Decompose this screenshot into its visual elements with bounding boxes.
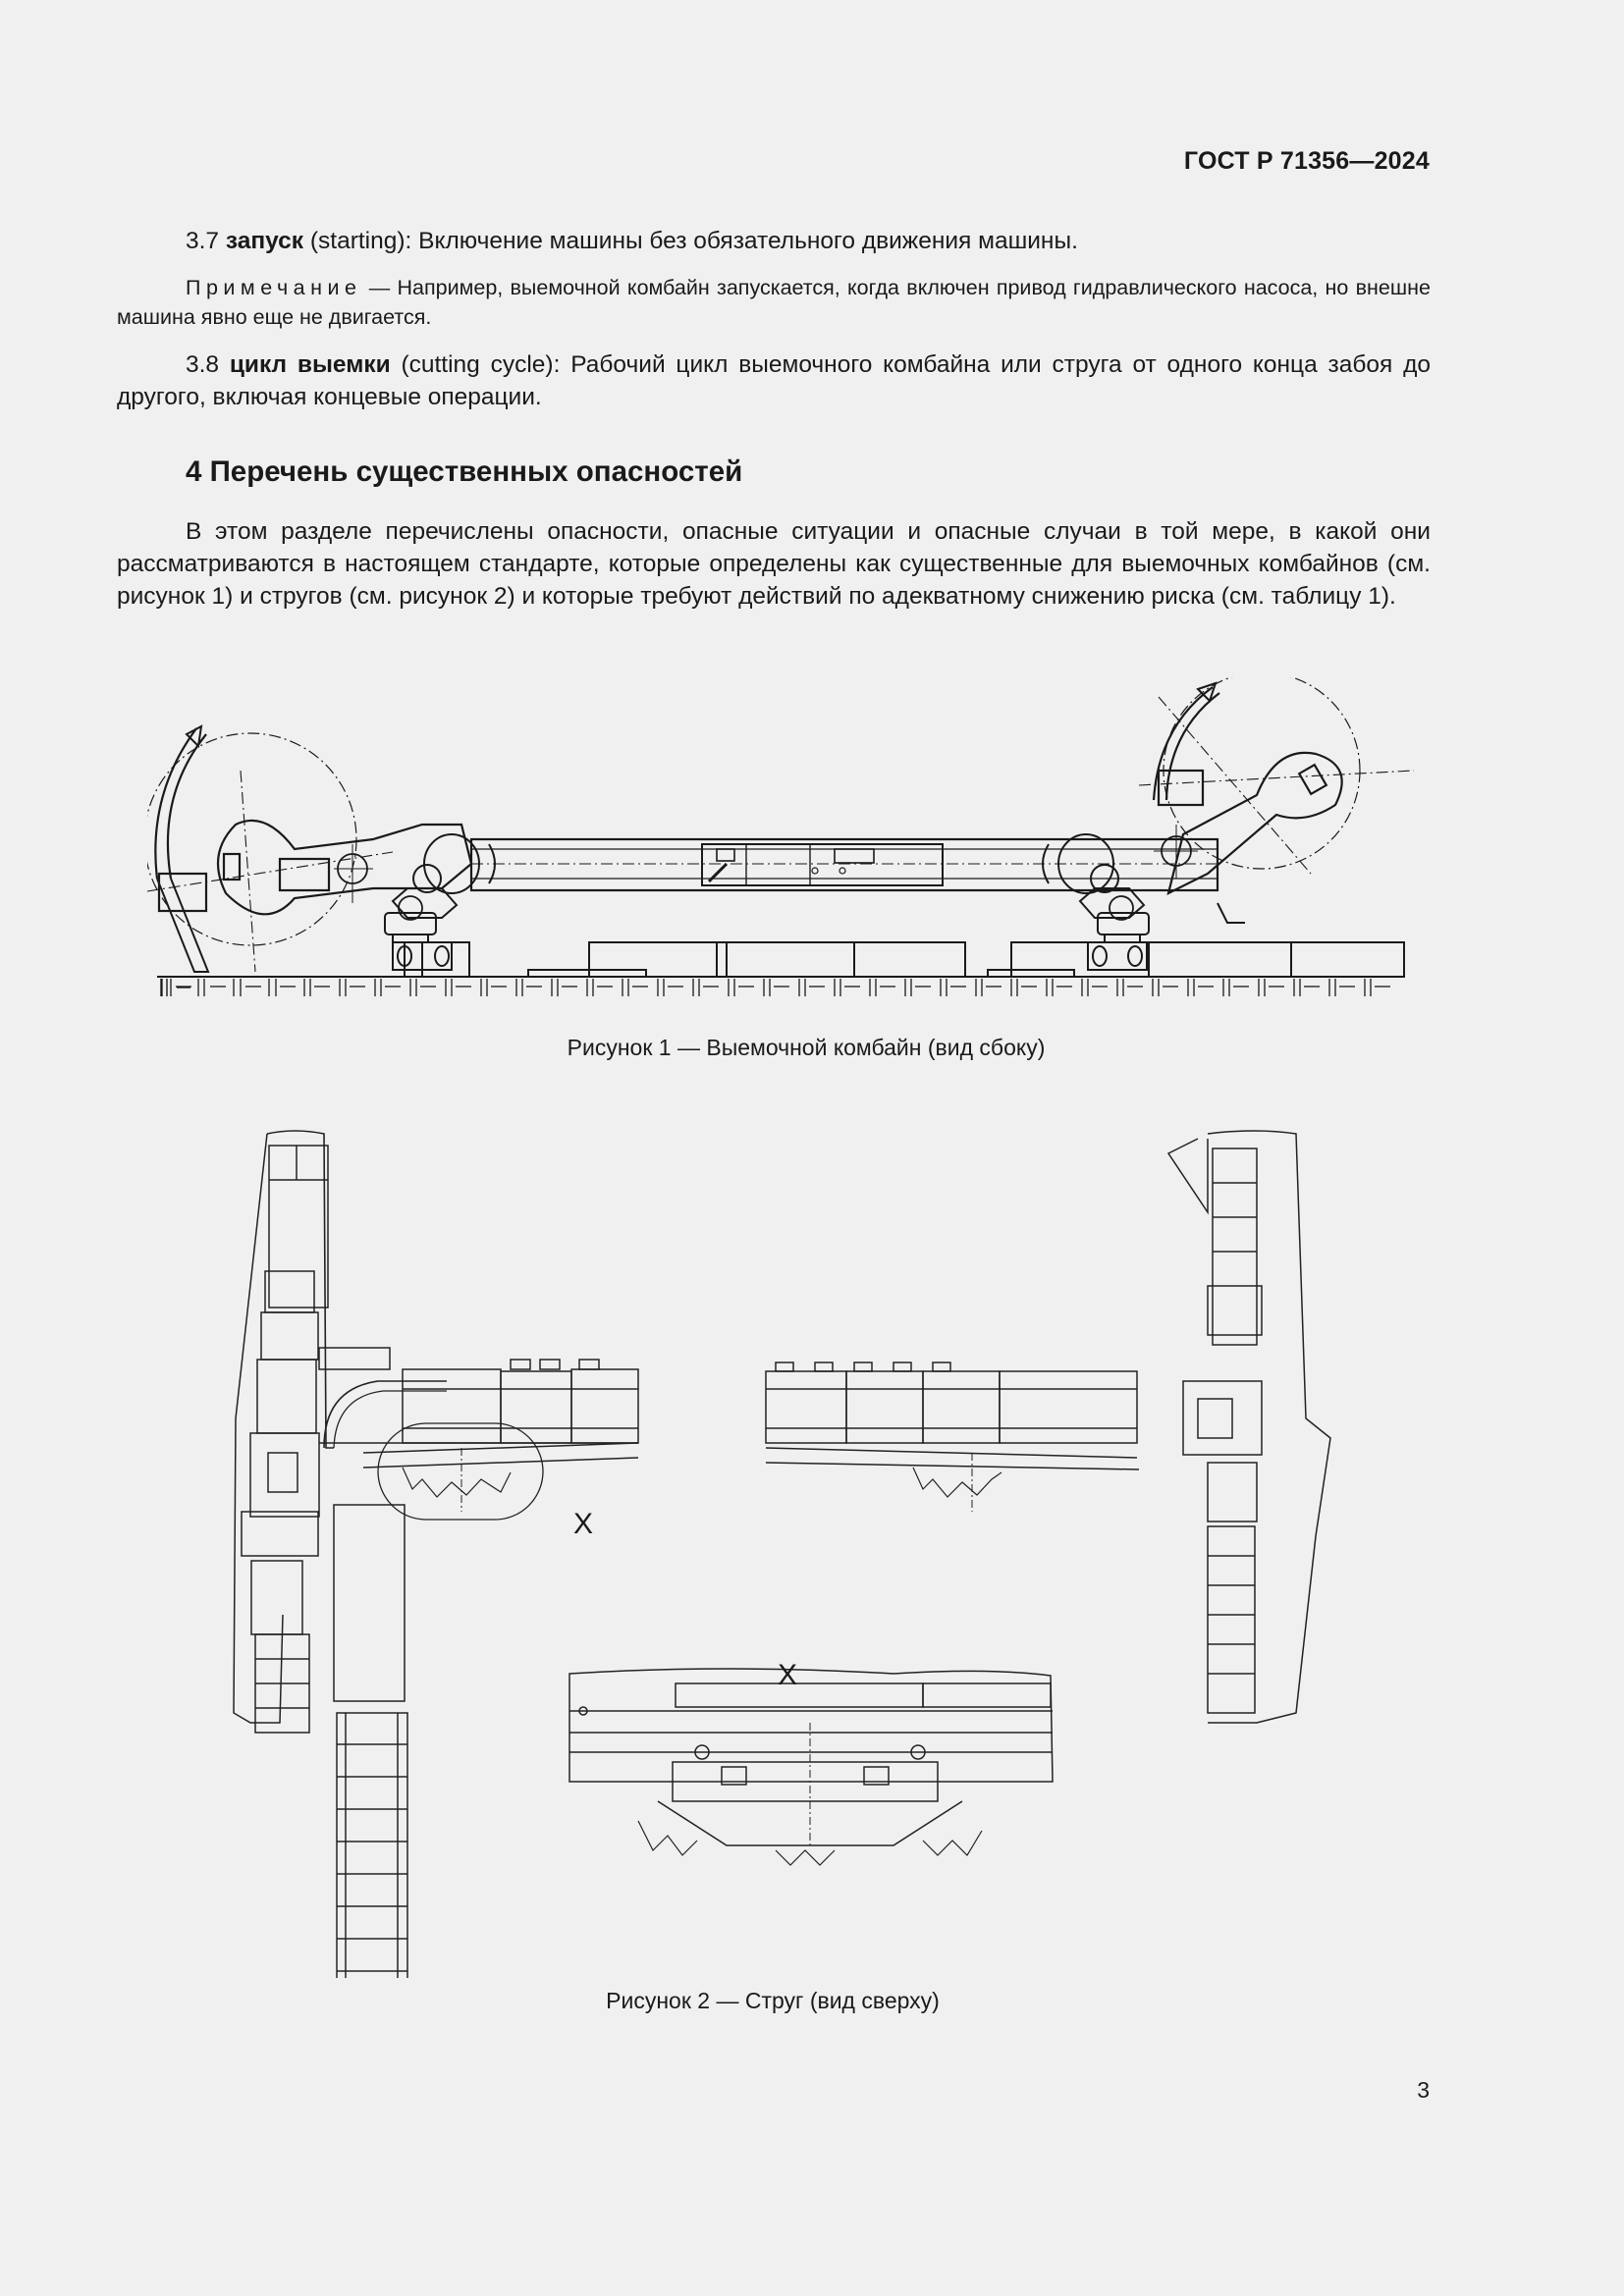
clause-term-en: (cutting cycle): — [401, 351, 561, 378]
clause-definition: Включение машины без обязательного движе… — [418, 228, 1078, 254]
figure-2-plough-drawing — [226, 1124, 1404, 1978]
clause-term: цикл выемки — [229, 351, 391, 378]
clause-term-en: (starting): — [309, 228, 412, 254]
clause-definition: Рабочий цикл выемочного комбайна или стр… — [117, 351, 1432, 410]
note: Примечание — Например, выемочной комбайн… — [117, 273, 1431, 332]
detail-x-view-label: X — [778, 1659, 798, 1691]
section-paragraph: В этом разделе перечислены опасности, оп… — [117, 518, 1431, 610]
figure-1-caption: Рисунок 1 — Выемочной комбайн (вид сбоку… — [567, 1035, 1046, 1060]
clause-number: 3.8 — [186, 351, 220, 378]
document-code: ГОСТ Р 71356—2024 — [1183, 147, 1430, 175]
detail-x-label: X — [573, 1508, 594, 1540]
clause-3-7: 3.7 запуск (starting): Включение машины … — [117, 225, 1431, 257]
figure-1-shearer-drawing — [147, 677, 1424, 1011]
clause-number: 3.7 — [186, 228, 220, 254]
figure-2-caption: Рисунок 2 — Струг (вид сверху) — [606, 1988, 940, 2013]
clause-term: запуск — [225, 228, 304, 254]
clause-3-8: 3.8 цикл выемки (cutting cycle): Рабочий… — [117, 348, 1431, 413]
note-dash: — — [368, 276, 391, 299]
page-number: 3 — [1417, 2077, 1430, 2103]
note-label: Примечание — [186, 276, 362, 299]
note-text: Например, выемочной комбайн запускается,… — [117, 276, 1431, 329]
section-heading: 4 Перечень существенных опасностей — [186, 455, 743, 488]
